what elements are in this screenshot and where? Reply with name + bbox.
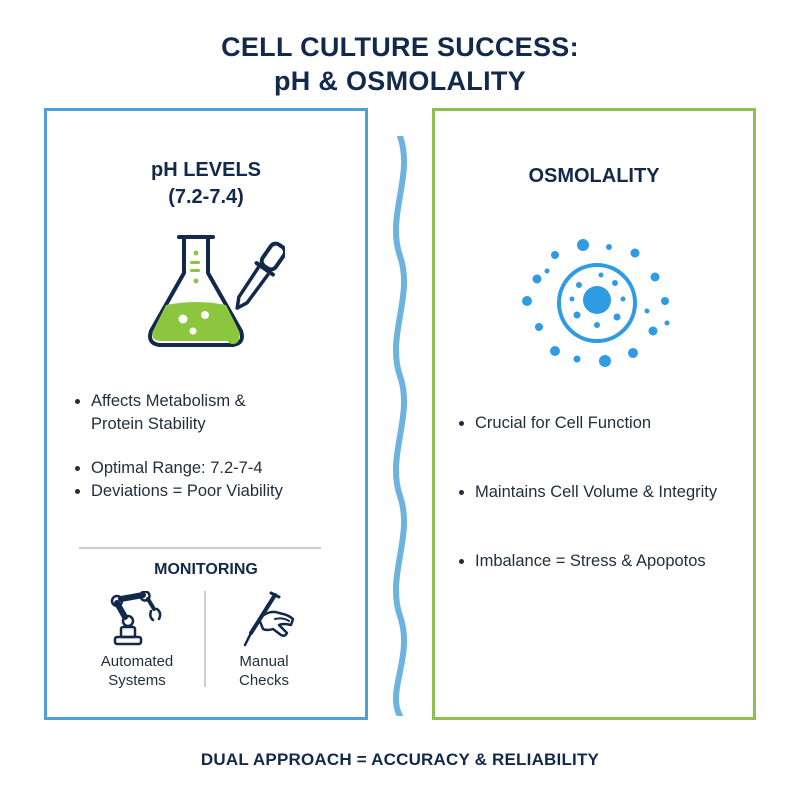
bullet-line: Protein Stability [91, 415, 206, 433]
page-title: CELL CULTURE SUCCESS: pH & OSMOLALITY [0, 30, 800, 98]
label-line: Automated [100, 653, 174, 670]
footer-tagline: DUAL APPROACH = ACCURACY & RELIABILITY [200, 750, 600, 769]
hand-pipette-icon [235, 589, 297, 647]
osmolality-panel: OSMOLALITY [432, 108, 756, 720]
ph-bullet-deviations: Deviations = Poor Viability [75, 480, 355, 503]
osmolality-bullet-cell-function: Crucial for Cell Function [459, 412, 739, 435]
ph-panel: pH LEVELS (7.2-7.4) [44, 108, 368, 720]
wave-divider [384, 133, 416, 719]
label-line: Systems [108, 672, 166, 689]
osmolality-heading: OSMOLALITY [528, 165, 660, 187]
label-line: Checks [238, 672, 290, 689]
osmolality-bullet-cell-volume: Maintains Cell Volume & Integrity [459, 481, 739, 504]
robot-arm-icon [107, 590, 169, 647]
bullet-line: Affects Metabolism & [91, 392, 246, 410]
manual-checks-label: Manual Checks [204, 652, 324, 690]
ph-heading-line-2: (7.2-7.4) [168, 186, 244, 208]
automated-systems-label: Automated Systems [77, 652, 197, 690]
ph-heading: pH LEVELS (7.2-7.4) [47, 157, 365, 211]
monitoring-title: MONITORING [154, 561, 258, 578]
ph-bullet-metabolism: Affects Metabolism & Protein Stability [75, 390, 355, 436]
title-line-1: CELL CULTURE SUCCESS: [221, 32, 579, 62]
ph-bullet-optimal-range: Optimal Range: 7.2-7-4 [75, 457, 355, 480]
ph-heading-line-1: pH LEVELS [150, 159, 261, 181]
title-line-2: pH & OSMOLALITY [274, 66, 526, 96]
cell-icon [517, 235, 677, 371]
osmolality-bullet-imbalance: Imbalance = Stress & Apopotos [459, 550, 739, 573]
monitoring-separator [204, 591, 206, 687]
label-line: Manual [239, 653, 289, 670]
flask-dropper-icon [135, 231, 287, 356]
divider [79, 547, 321, 549]
